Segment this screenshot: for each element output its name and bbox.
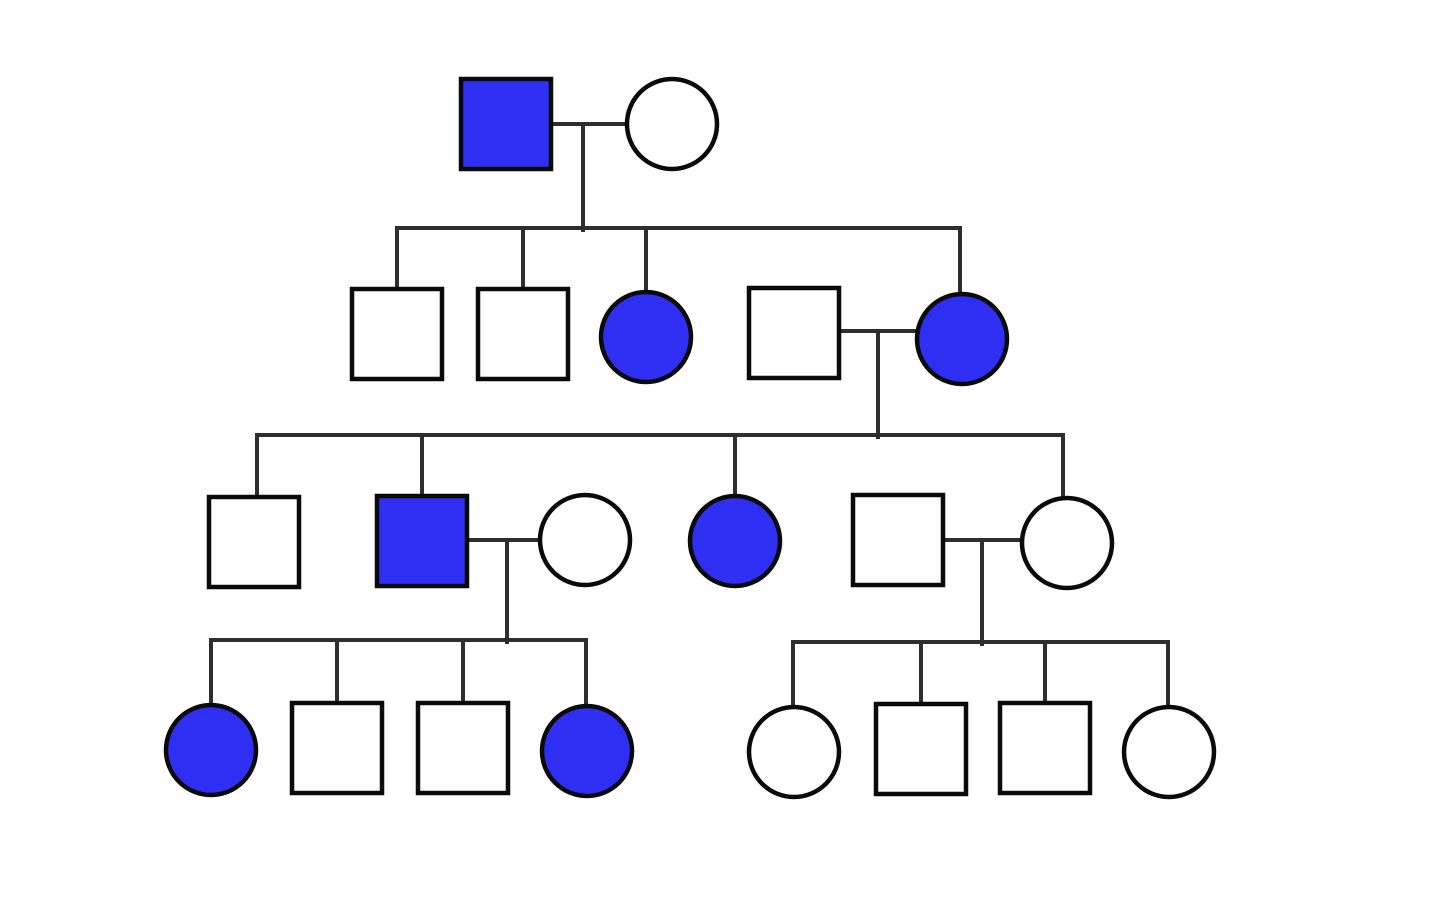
individual-IV-7-unaffected-male [997, 700, 1093, 796]
individual-I-1-affected-male [458, 76, 554, 172]
individual-I-2-unaffected-female [624, 76, 720, 172]
individual-IV-8-unaffected-female [1121, 704, 1217, 800]
individual-IV-1-affected-female [163, 702, 259, 798]
individual-III-6-unaffected-female [1019, 495, 1115, 591]
individual-IV-4-affected-female [539, 703, 635, 799]
individual-II-1-unaffected-male [349, 286, 445, 382]
individual-IV-2-unaffected-male [289, 700, 385, 796]
individual-IV-5-unaffected-female [746, 704, 842, 800]
individual-IV-3-unaffected-male [415, 700, 511, 796]
individual-III-1-unaffected-male [206, 494, 302, 590]
individual-III-3-unaffected-female [537, 492, 633, 588]
individual-III-4-affected-female [687, 493, 783, 589]
individual-II-3-affected-female [598, 289, 694, 385]
individual-III-5-unaffected-male [850, 492, 946, 588]
individual-IV-6-unaffected-male [873, 701, 969, 797]
individual-II-2-unaffected-male [475, 286, 571, 382]
individual-II-5-affected-female [914, 291, 1010, 387]
individual-II-4-unaffected-male [746, 285, 842, 381]
individual-III-2-affected-male [374, 493, 470, 589]
